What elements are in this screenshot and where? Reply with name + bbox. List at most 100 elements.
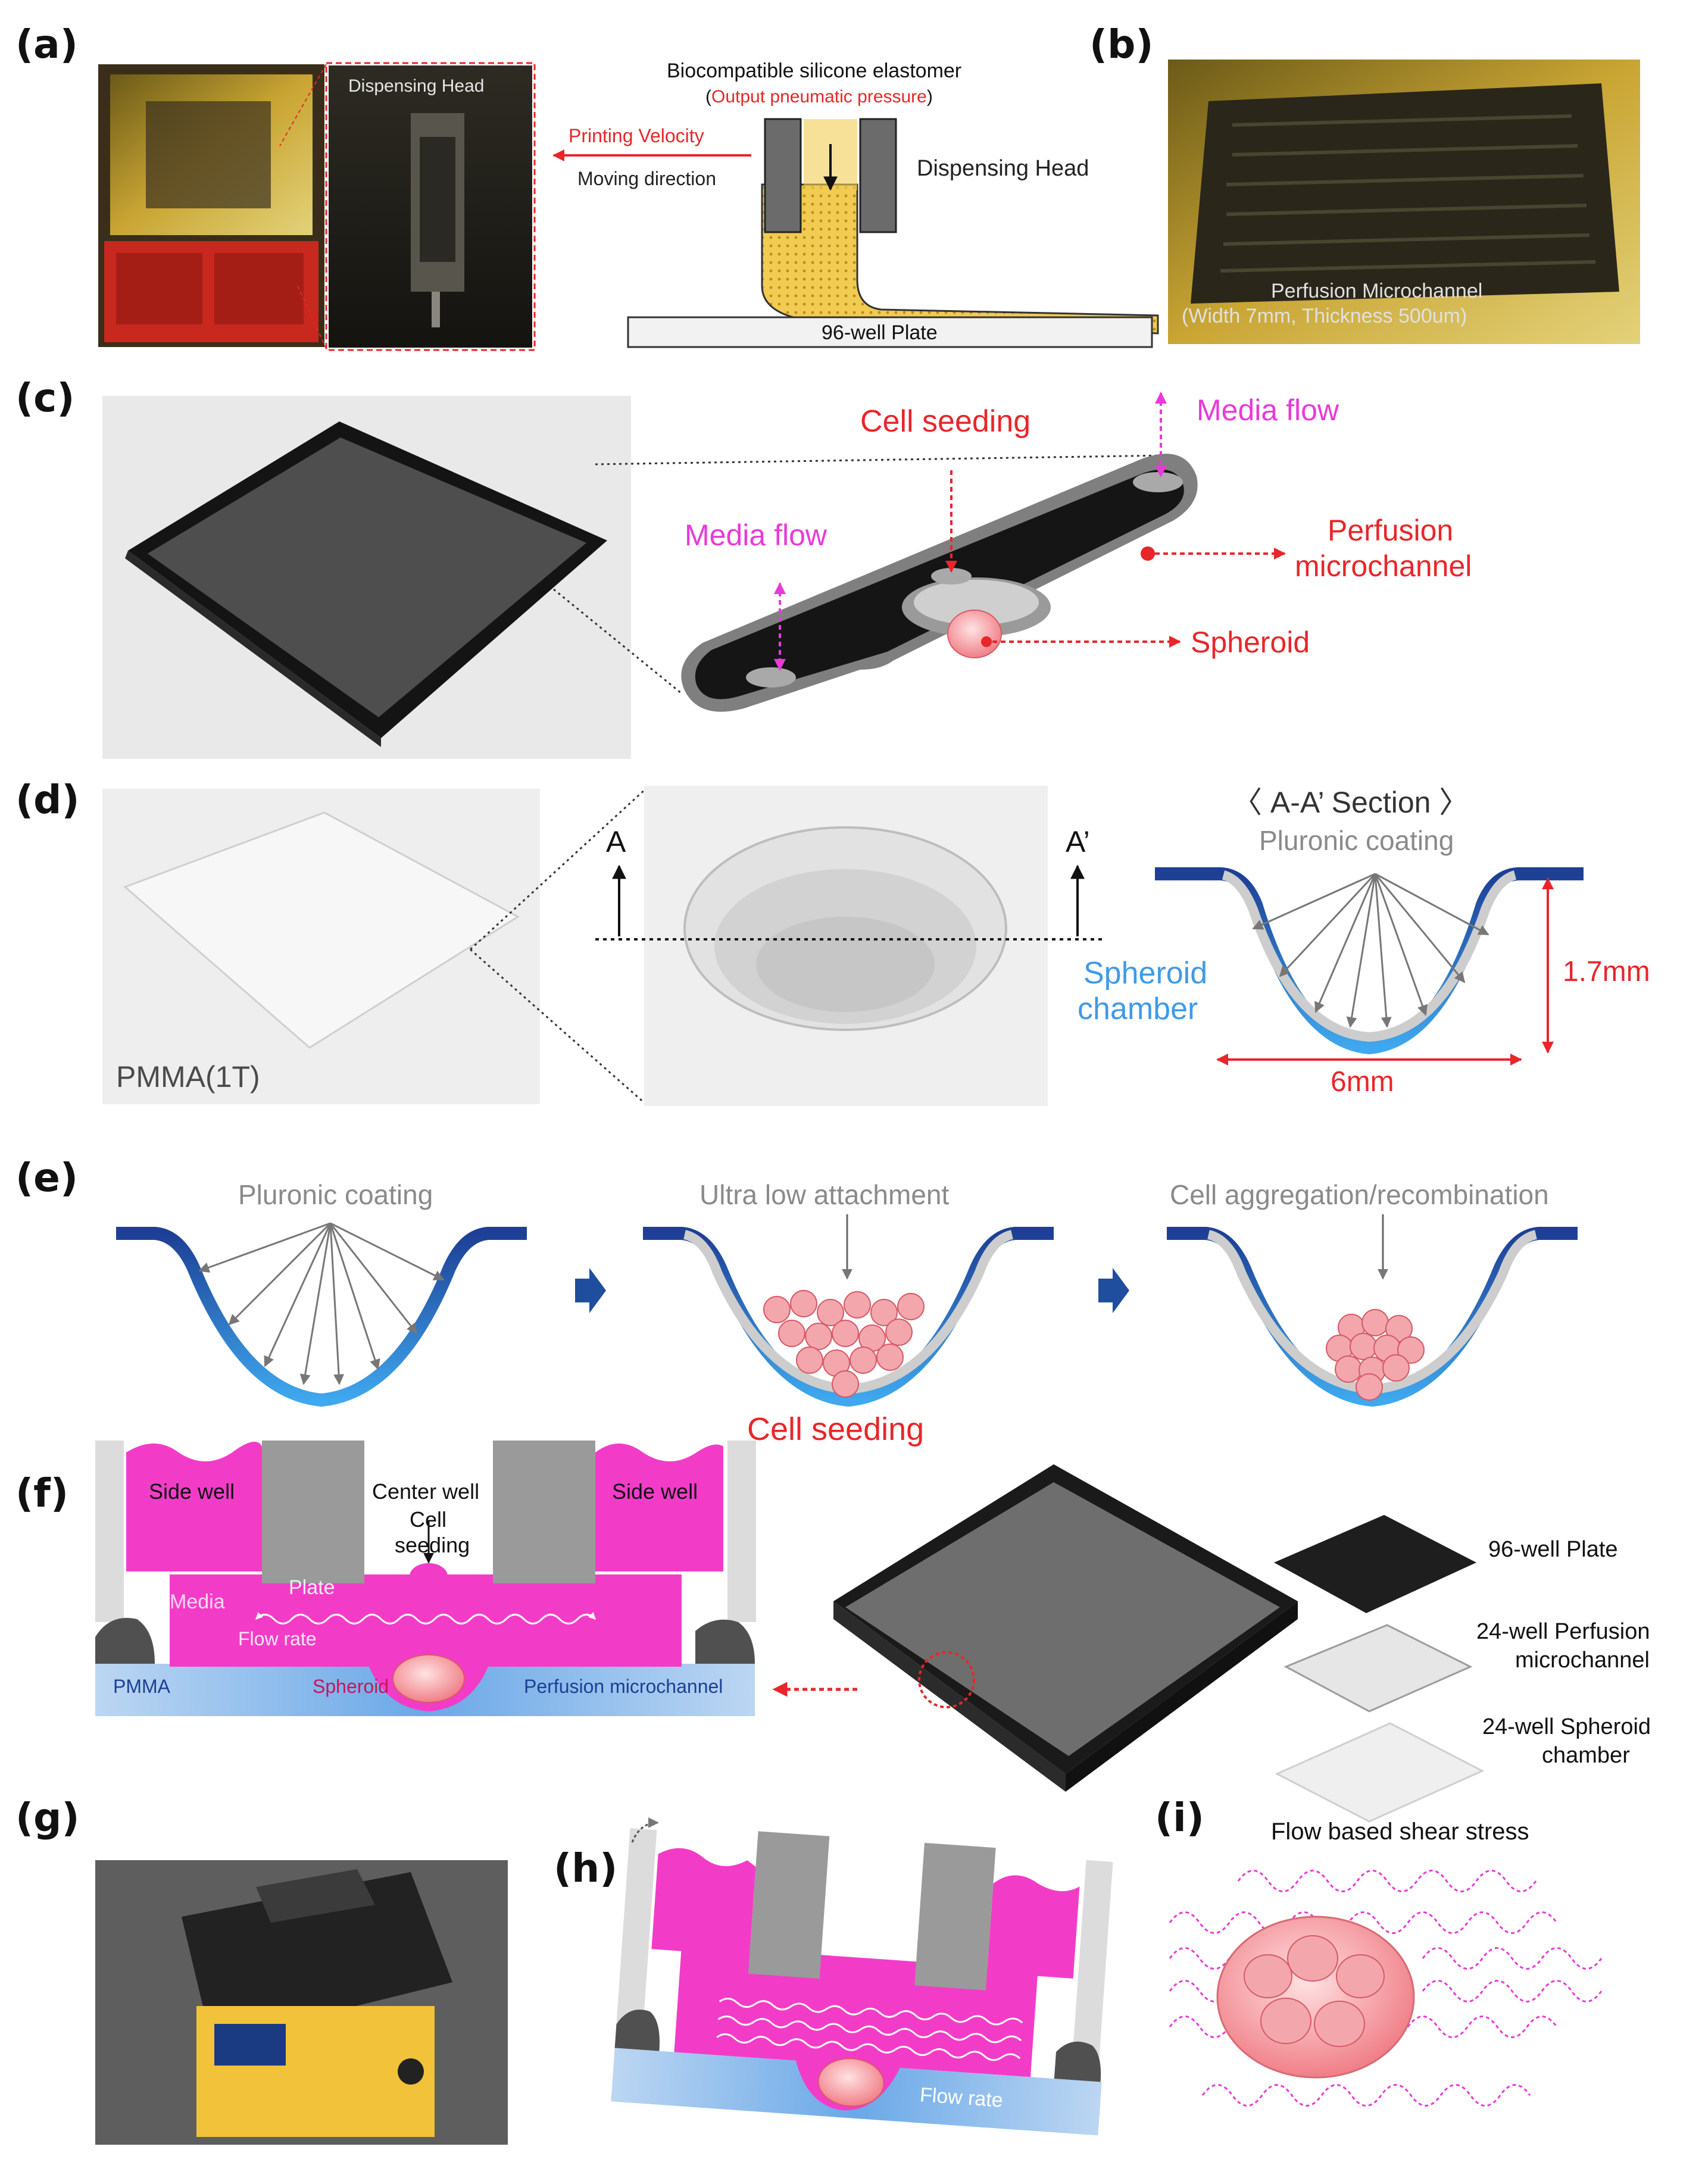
plate-label-f: Plate <box>289 1576 335 1599</box>
panel-label-d: (d) <box>15 777 80 823</box>
depth-label: 1.7mm <box>1563 956 1650 988</box>
channel-caption-1: Perfusion Microchannel <box>1271 280 1483 302</box>
panel-d-chamber-photo <box>644 786 1048 1106</box>
coating-label-d: Pluronic coating <box>1259 825 1454 856</box>
inset-title: Dispensing Head <box>348 76 485 96</box>
cell-label-f-1: Cell <box>410 1507 447 1532</box>
media-flow-label-left: Media flow <box>685 518 827 552</box>
panel-c-zoom-line <box>553 588 682 695</box>
coating-arrows-e <box>198 1222 445 1385</box>
panel-a-head-photo <box>329 65 532 348</box>
layer3-label-2: chamber <box>1542 1743 1630 1768</box>
step3-label: Cell aggregation/recombination <box>1170 1179 1549 1210</box>
spheroid-label-f: Spheroid <box>313 1676 389 1697</box>
cell <box>763 1296 791 1323</box>
cell-seeding-label-e: Cell seeding <box>747 1411 925 1447</box>
step2-label: Ultra low attachment <box>699 1179 950 1210</box>
chamber-label-2: chamber <box>1078 992 1198 1026</box>
seeded-cells <box>763 1290 925 1398</box>
panel-label-a: (a) <box>15 21 78 67</box>
layer-microchannel <box>1283 1624 1473 1713</box>
width-label: 6mm <box>1331 1066 1394 1098</box>
cell <box>844 1291 871 1318</box>
cell <box>1397 1336 1425 1364</box>
shear-title: Flow based shear stress <box>1271 1819 1529 1845</box>
layer-plate <box>1274 1515 1476 1613</box>
panel-d-zoom-line <box>469 788 647 951</box>
step-arrow-2 <box>1098 1268 1129 1313</box>
panel-e-cup-1 <box>116 1227 527 1407</box>
perfusion-label-1: Perfusion <box>1328 514 1454 547</box>
cell <box>805 1323 832 1350</box>
panel-label-c: (c) <box>15 375 75 421</box>
tilt-arrow <box>631 1817 659 1843</box>
panel-label-b: (b) <box>1089 21 1154 67</box>
panel-d-section-cup <box>1155 867 1584 1055</box>
plate-block-left <box>262 1441 364 1583</box>
spheroid-dot <box>981 636 992 647</box>
aggregated-spheroid <box>1326 1309 1425 1401</box>
layer1-label: 96-well Plate <box>1488 1537 1618 1562</box>
step1-label: Pluronic coating <box>238 1179 433 1210</box>
cell <box>832 1320 859 1347</box>
cell <box>1335 1355 1362 1383</box>
perfusion-label-2: microchannel <box>1295 549 1472 583</box>
panel-f-layers <box>1274 1515 1485 1823</box>
panel-a-dispensing-diagram <box>552 118 1159 348</box>
cell <box>870 1299 898 1326</box>
material-label: Biocompatible silicone elastomer <box>667 60 962 82</box>
panel-a-zoom-line <box>297 285 327 349</box>
a-mark: A <box>606 825 626 858</box>
spheroid-f <box>392 1654 465 1703</box>
panel-label-g: (g) <box>15 1795 80 1841</box>
cell <box>817 1299 844 1326</box>
side-well-right: Side well <box>612 1479 698 1504</box>
plate-bar <box>627 316 1153 348</box>
layer2-label-1: 24-well Perfusion <box>1476 1619 1650 1644</box>
panel-b-photo <box>1168 60 1640 344</box>
panel-d-pmma-photo <box>102 789 540 1104</box>
cell <box>1361 1309 1389 1336</box>
panel-c-plate-photo <box>102 396 631 759</box>
zoom-circle <box>918 1651 975 1708</box>
section-title: 〈 A-A’ Section 〉 <box>1232 786 1469 819</box>
panel-h-tilted-section <box>611 1828 1113 2136</box>
a-prime-mark: A’ <box>1066 825 1090 858</box>
panel-label-h: (h) <box>554 1845 618 1891</box>
cell <box>778 1320 805 1347</box>
dispensing-head-label: Dispensing Head <box>917 156 1089 181</box>
center-well: Center well <box>372 1479 480 1504</box>
pmma-label-f: PMMA <box>113 1676 170 1697</box>
pressure-label: (Output pneumatic pressure) <box>705 87 933 107</box>
cell-label-f-2: seeding <box>395 1533 470 1557</box>
media-label: Media <box>170 1591 225 1613</box>
panel-label-e: (e) <box>15 1155 79 1201</box>
panel-label-f: (f) <box>15 1470 69 1516</box>
flow-wave-f <box>255 1612 597 1624</box>
perfusion-dot <box>1141 546 1155 561</box>
pmma-label: PMMA(1T) <box>116 1060 260 1093</box>
head-wall-right <box>859 118 897 233</box>
plate-label-a: 96-well Plate <box>822 321 938 344</box>
cell <box>897 1293 925 1320</box>
panel-i-shear-diagram <box>1169 1870 1603 2107</box>
coating-arrows-d <box>1252 873 1489 1028</box>
panel-label-i: (i) <box>1155 1795 1204 1841</box>
layer2-label-2: microchannel <box>1515 1648 1650 1673</box>
cell <box>796 1346 823 1374</box>
perfusion-label-f: Perfusion microchannel <box>524 1676 723 1697</box>
cell <box>885 1318 913 1346</box>
moving-direction-label: Moving direction <box>577 168 716 189</box>
panel-g-shaker-photo <box>95 1860 508 2145</box>
cell <box>1382 1354 1410 1382</box>
cell <box>850 1346 877 1374</box>
cell-seeding-label-c: Cell seeding <box>860 404 1031 439</box>
plate-block-right <box>493 1441 595 1583</box>
step-arrow-1 <box>575 1268 606 1313</box>
flow-rate-label-f: Flow rate <box>238 1628 317 1649</box>
layer3-label-1: 24-well Spheroid <box>1482 1714 1651 1739</box>
channel-caption-2: (Width 7mm, Thickness 500um) <box>1182 305 1467 327</box>
side-well-left: Side well <box>149 1479 235 1504</box>
cell <box>1356 1373 1383 1401</box>
